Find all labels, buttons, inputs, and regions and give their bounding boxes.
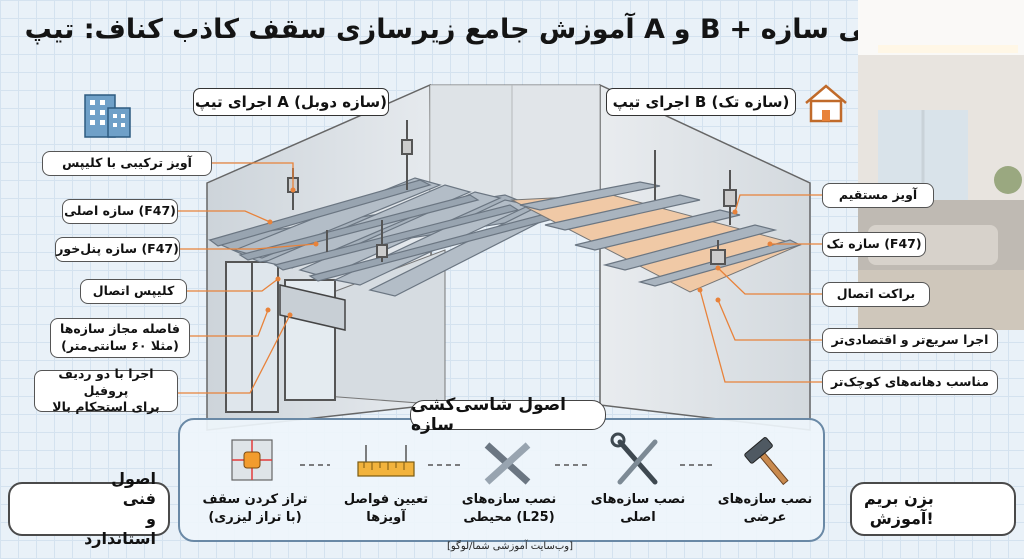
- step-main-profiles-label: نصب سازه‌های اصلی: [590, 492, 686, 526]
- section-type-a: اجرای تیپ A (سازه دوبل): [193, 88, 389, 116]
- section-type-b: اجرای تیپ B (سازه تک): [606, 88, 796, 116]
- label-clip: کلیپس اتصال: [80, 279, 187, 304]
- label-direct-hanger: آویز مستقیم: [822, 183, 934, 208]
- label-bracket: براکت اتصال: [822, 282, 930, 307]
- label-single-profile: سازه تک (F47): [822, 232, 926, 257]
- label-faster: اجرا سریع‌تر و اقتصادی‌تر: [822, 328, 998, 353]
- type-b-hangers: [654, 150, 737, 265]
- step-leveling-label: تراز کردن سقف (با تراز لیزری): [202, 492, 308, 526]
- footer-website: [وب‌سایت آموزشی شما/لوگو]: [446, 541, 573, 552]
- step-perimeter-profiles-label: نصب سازه‌های محیطی (L25): [461, 492, 557, 526]
- building-icon: [84, 94, 131, 138]
- label-small-span: مناسب دهانه‌های کوچک‌تر: [822, 370, 998, 395]
- type-b-frame: [519, 181, 802, 287]
- technical-principles-box: اصول فنی و استاندارد: [8, 469, 170, 548]
- framing-principles-title: اصول شاسی‌کشی سازه: [410, 395, 606, 435]
- slab: [430, 85, 600, 200]
- label-combined-hanger: آویز ترکیبی با کلیپس: [42, 151, 212, 176]
- label-spacing: فاصله مجاز سازه‌ها (مثلا ۶۰ سانتی‌متر): [50, 318, 190, 358]
- step-perimeter-profiles: نصب سازه‌های محیطی (L25): [439, 491, 579, 527]
- label-panel-profile: سازه پنل‌خور (F47): [55, 237, 180, 262]
- lets-learn-box: بزن بریم آموزش!: [850, 482, 1016, 536]
- label-double-row: اجرا با دو ردیف پروفیل برای استحکام بالا: [34, 366, 178, 414]
- window-frame: [225, 261, 336, 413]
- step-cross-profiles-label: نصب سازه‌های عرضی: [717, 492, 813, 526]
- technical-principles-text: اصول فنی و استاندارد: [84, 469, 156, 548]
- room-photo: [858, 0, 1024, 330]
- step-leveling: تراز کردن سقف (با تراز لیزری): [185, 491, 325, 527]
- step-cross-profiles: نصب سازه‌های عرضی: [695, 491, 835, 527]
- step-hanger-spacing: تعیین فواصل آویزها: [316, 491, 456, 527]
- step-hanger-spacing-label: تعیین فواصل آویزها: [343, 492, 429, 526]
- lets-learn-text: بزن بریم آموزش!: [864, 489, 934, 528]
- label-main-profile: سازه اصلی (F47): [62, 199, 178, 224]
- step-main-profiles: نصب سازه‌های اصلی: [568, 491, 708, 527]
- curtain-box: [279, 284, 346, 331]
- house-icon: [805, 84, 847, 123]
